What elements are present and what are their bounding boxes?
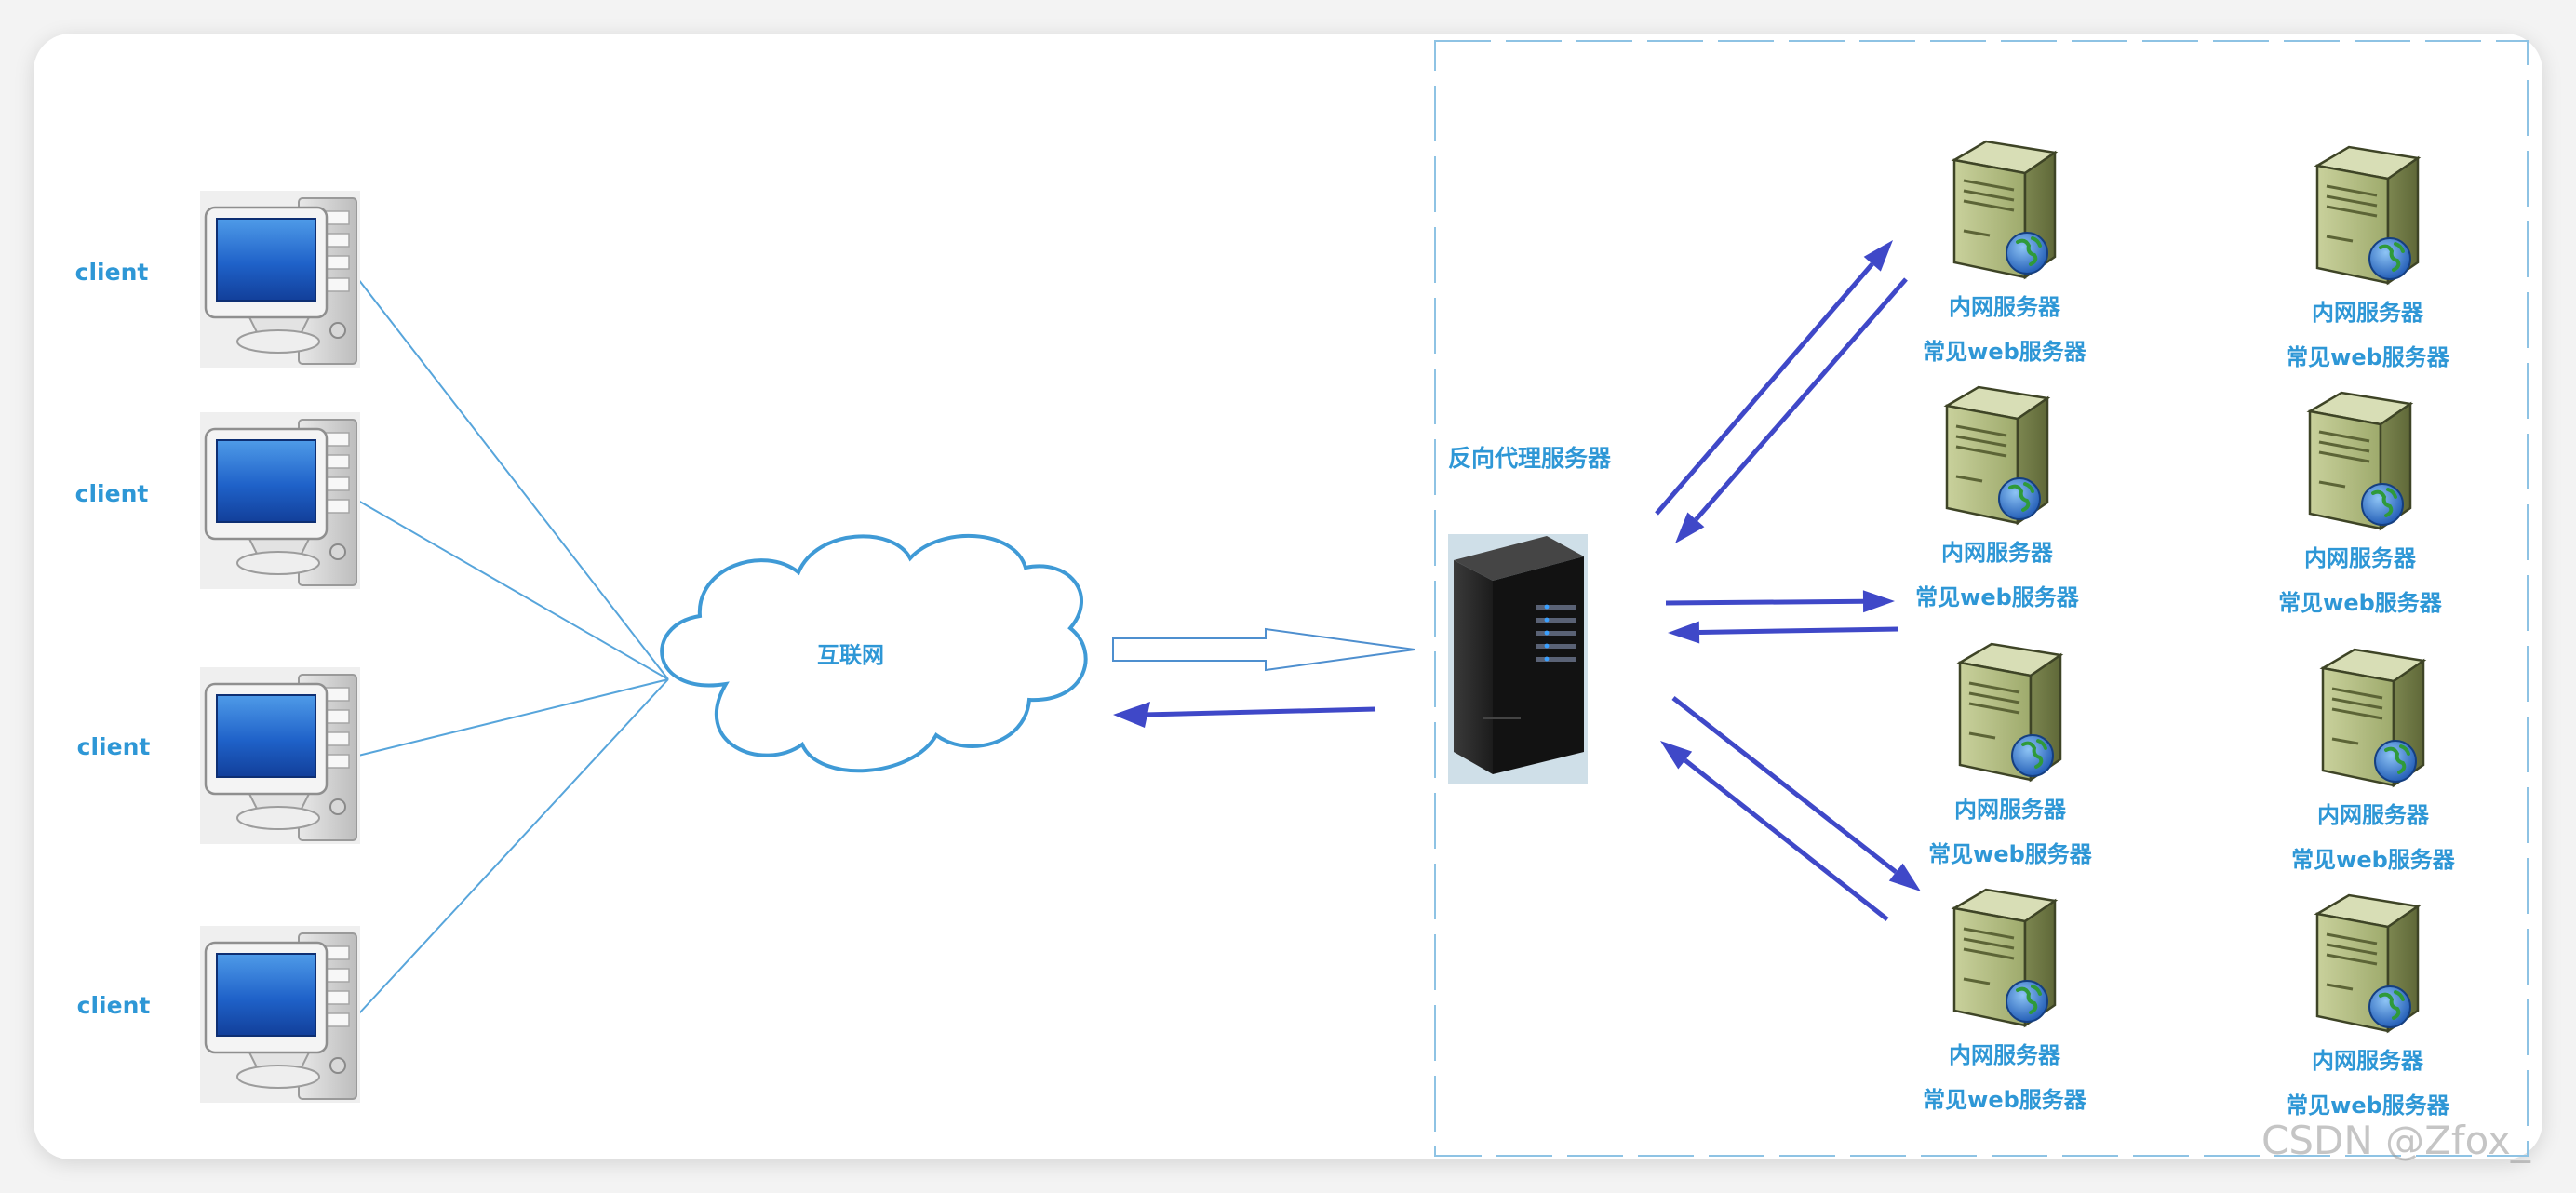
client-label-3: client bbox=[76, 733, 151, 760]
response-arrow-server-7 bbox=[1660, 741, 1889, 921]
internet-label: 互联网 bbox=[817, 642, 884, 668]
connector-client-3 bbox=[357, 678, 669, 757]
server-8-line2: 常见web服务器 bbox=[2286, 1092, 2449, 1119]
diagram-card bbox=[34, 34, 2542, 1159]
server-5-line1: 内网服务器 bbox=[1954, 797, 2066, 823]
csdn-watermark: CSDN @Zfox_ bbox=[2261, 1118, 2530, 1163]
desktop-computer-icon bbox=[200, 926, 360, 1103]
internal-network-zone bbox=[1434, 40, 2529, 1157]
server-6-line1: 内网服务器 bbox=[2317, 802, 2429, 828]
web-servers bbox=[1943, 140, 2427, 1034]
server-7-line1: 内网服务器 bbox=[1949, 1042, 2060, 1068]
client-label-4: client bbox=[76, 992, 151, 1019]
server-8-line1: 内网服务器 bbox=[2312, 1048, 2423, 1074]
web-server-globe-icon bbox=[2319, 648, 2427, 788]
response-arrow-server-3 bbox=[1668, 621, 1899, 644]
server-1-line1: 内网服务器 bbox=[1949, 294, 2060, 320]
server-2-line1: 内网服务器 bbox=[2312, 300, 2423, 326]
response-arrow-head bbox=[1113, 702, 1150, 728]
proxy-label: 反向代理服务器 bbox=[1448, 445, 1612, 472]
response-arrow-server-1 bbox=[1675, 277, 1908, 543]
request-arrow-server-1 bbox=[1655, 240, 1893, 516]
cloud-icon bbox=[660, 534, 1088, 773]
connector-client-4 bbox=[357, 678, 669, 1015]
desktop-computer-icon bbox=[200, 191, 360, 368]
server-6-line2: 常见web服务器 bbox=[2291, 847, 2455, 873]
web-server-globe-icon bbox=[2314, 145, 2422, 286]
server-3-line2: 常见web服务器 bbox=[1915, 584, 2079, 610]
web-server-globe-icon bbox=[1943, 385, 2051, 526]
web-server-globe-icon bbox=[1956, 642, 2064, 783]
response-arrow-line bbox=[1142, 706, 1376, 717]
server-4-line1: 内网服务器 bbox=[2304, 545, 2416, 571]
client-connector-lines bbox=[357, 278, 669, 1015]
web-server-globe-icon bbox=[2306, 391, 2414, 531]
request-arrow-server-7 bbox=[1671, 696, 1921, 891]
web-server-globe-icon bbox=[2314, 893, 2422, 1034]
server-2-line2: 常见web服务器 bbox=[2286, 344, 2449, 370]
server-4-line2: 常见web服务器 bbox=[2278, 590, 2442, 616]
client-computers bbox=[200, 191, 360, 1103]
server-3-line1: 内网服务器 bbox=[1941, 540, 2053, 566]
web-server-globe-icon bbox=[1951, 140, 2059, 280]
client-label-1: client bbox=[74, 259, 149, 286]
web-server-globe-icon bbox=[1951, 888, 2059, 1028]
server-tower-icon bbox=[1448, 534, 1588, 784]
connector-client-2 bbox=[357, 500, 669, 680]
server-1-line2: 常见web服务器 bbox=[1923, 339, 2086, 365]
client-label-2: client bbox=[74, 480, 149, 507]
server-7-line2: 常见web服务器 bbox=[1923, 1087, 2086, 1113]
desktop-computer-icon bbox=[200, 412, 360, 589]
request-arrow-outline bbox=[1112, 627, 1415, 672]
desktop-computer-icon bbox=[200, 667, 360, 844]
proxy-server-arrows bbox=[1655, 240, 1921, 921]
server-5-line2: 常见web服务器 bbox=[1928, 841, 2092, 867]
request-arrow-server-3 bbox=[1665, 590, 1895, 613]
connector-client-1 bbox=[357, 278, 669, 680]
